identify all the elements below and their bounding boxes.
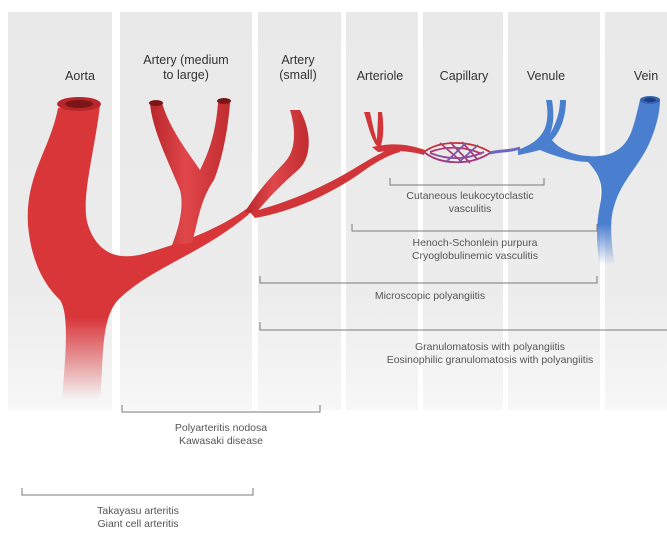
- aorta-body: [28, 105, 258, 400]
- artery-medium-opening-right: [217, 98, 231, 104]
- bracket-granulomatosis: [260, 322, 667, 330]
- heading-venule: Venule: [506, 69, 586, 84]
- bracket-cutaneous: [390, 178, 544, 185]
- label-cutaneous-vasculitis: Cutaneous leukocytoclastic vasculitis: [380, 190, 560, 216]
- heading-artery-medium-large: Artery (medium to large): [122, 53, 250, 83]
- heading-aorta: Aorta: [40, 69, 120, 84]
- label-polyarteritis-kawasaki: Polyarteritis nodosa Kawasaki disease: [141, 422, 301, 448]
- artery-medium-body: [150, 103, 230, 245]
- vein-vessel: [586, 96, 660, 265]
- artery-medium-vessel: [149, 98, 231, 245]
- heading-arteriole: Arteriole: [345, 69, 415, 84]
- label-granulomatosis: Granulomatosis with polyangiitis Eosinop…: [340, 341, 640, 367]
- artery-medium-opening-left: [149, 100, 163, 106]
- aorta-lumen: [65, 100, 93, 108]
- range-brackets: [22, 178, 667, 495]
- venule-vessel: [518, 100, 590, 162]
- label-takayasu-giant-cell: Takayasu arteritis Giant cell arteritis: [58, 505, 218, 531]
- vein-body: [586, 100, 660, 265]
- label-microscopic-polyangiitis: Microscopic polyangiitis: [340, 290, 520, 303]
- heading-artery-small: Artery (small): [258, 53, 338, 83]
- capillary-bed: [424, 142, 520, 163]
- bracket-takayasu: [22, 488, 253, 495]
- venule-body: [518, 100, 590, 162]
- arteriole-body: [364, 112, 383, 148]
- bracket-polyarteritis: [122, 405, 320, 412]
- arteriole-connector: [372, 144, 425, 155]
- vein-lumen: [644, 98, 656, 102]
- arteriole-vessel: [364, 112, 425, 155]
- heading-capillary: Capillary: [424, 69, 504, 84]
- artery-small-vessel: [245, 110, 400, 218]
- bracket-henoch: [352, 224, 597, 231]
- heading-vein: Vein: [620, 69, 667, 84]
- label-henoch-cryoglobulinemic: Henoch-Schonlein purpura Cryoglobulinemi…: [370, 237, 580, 263]
- bracket-microscopic: [260, 276, 597, 283]
